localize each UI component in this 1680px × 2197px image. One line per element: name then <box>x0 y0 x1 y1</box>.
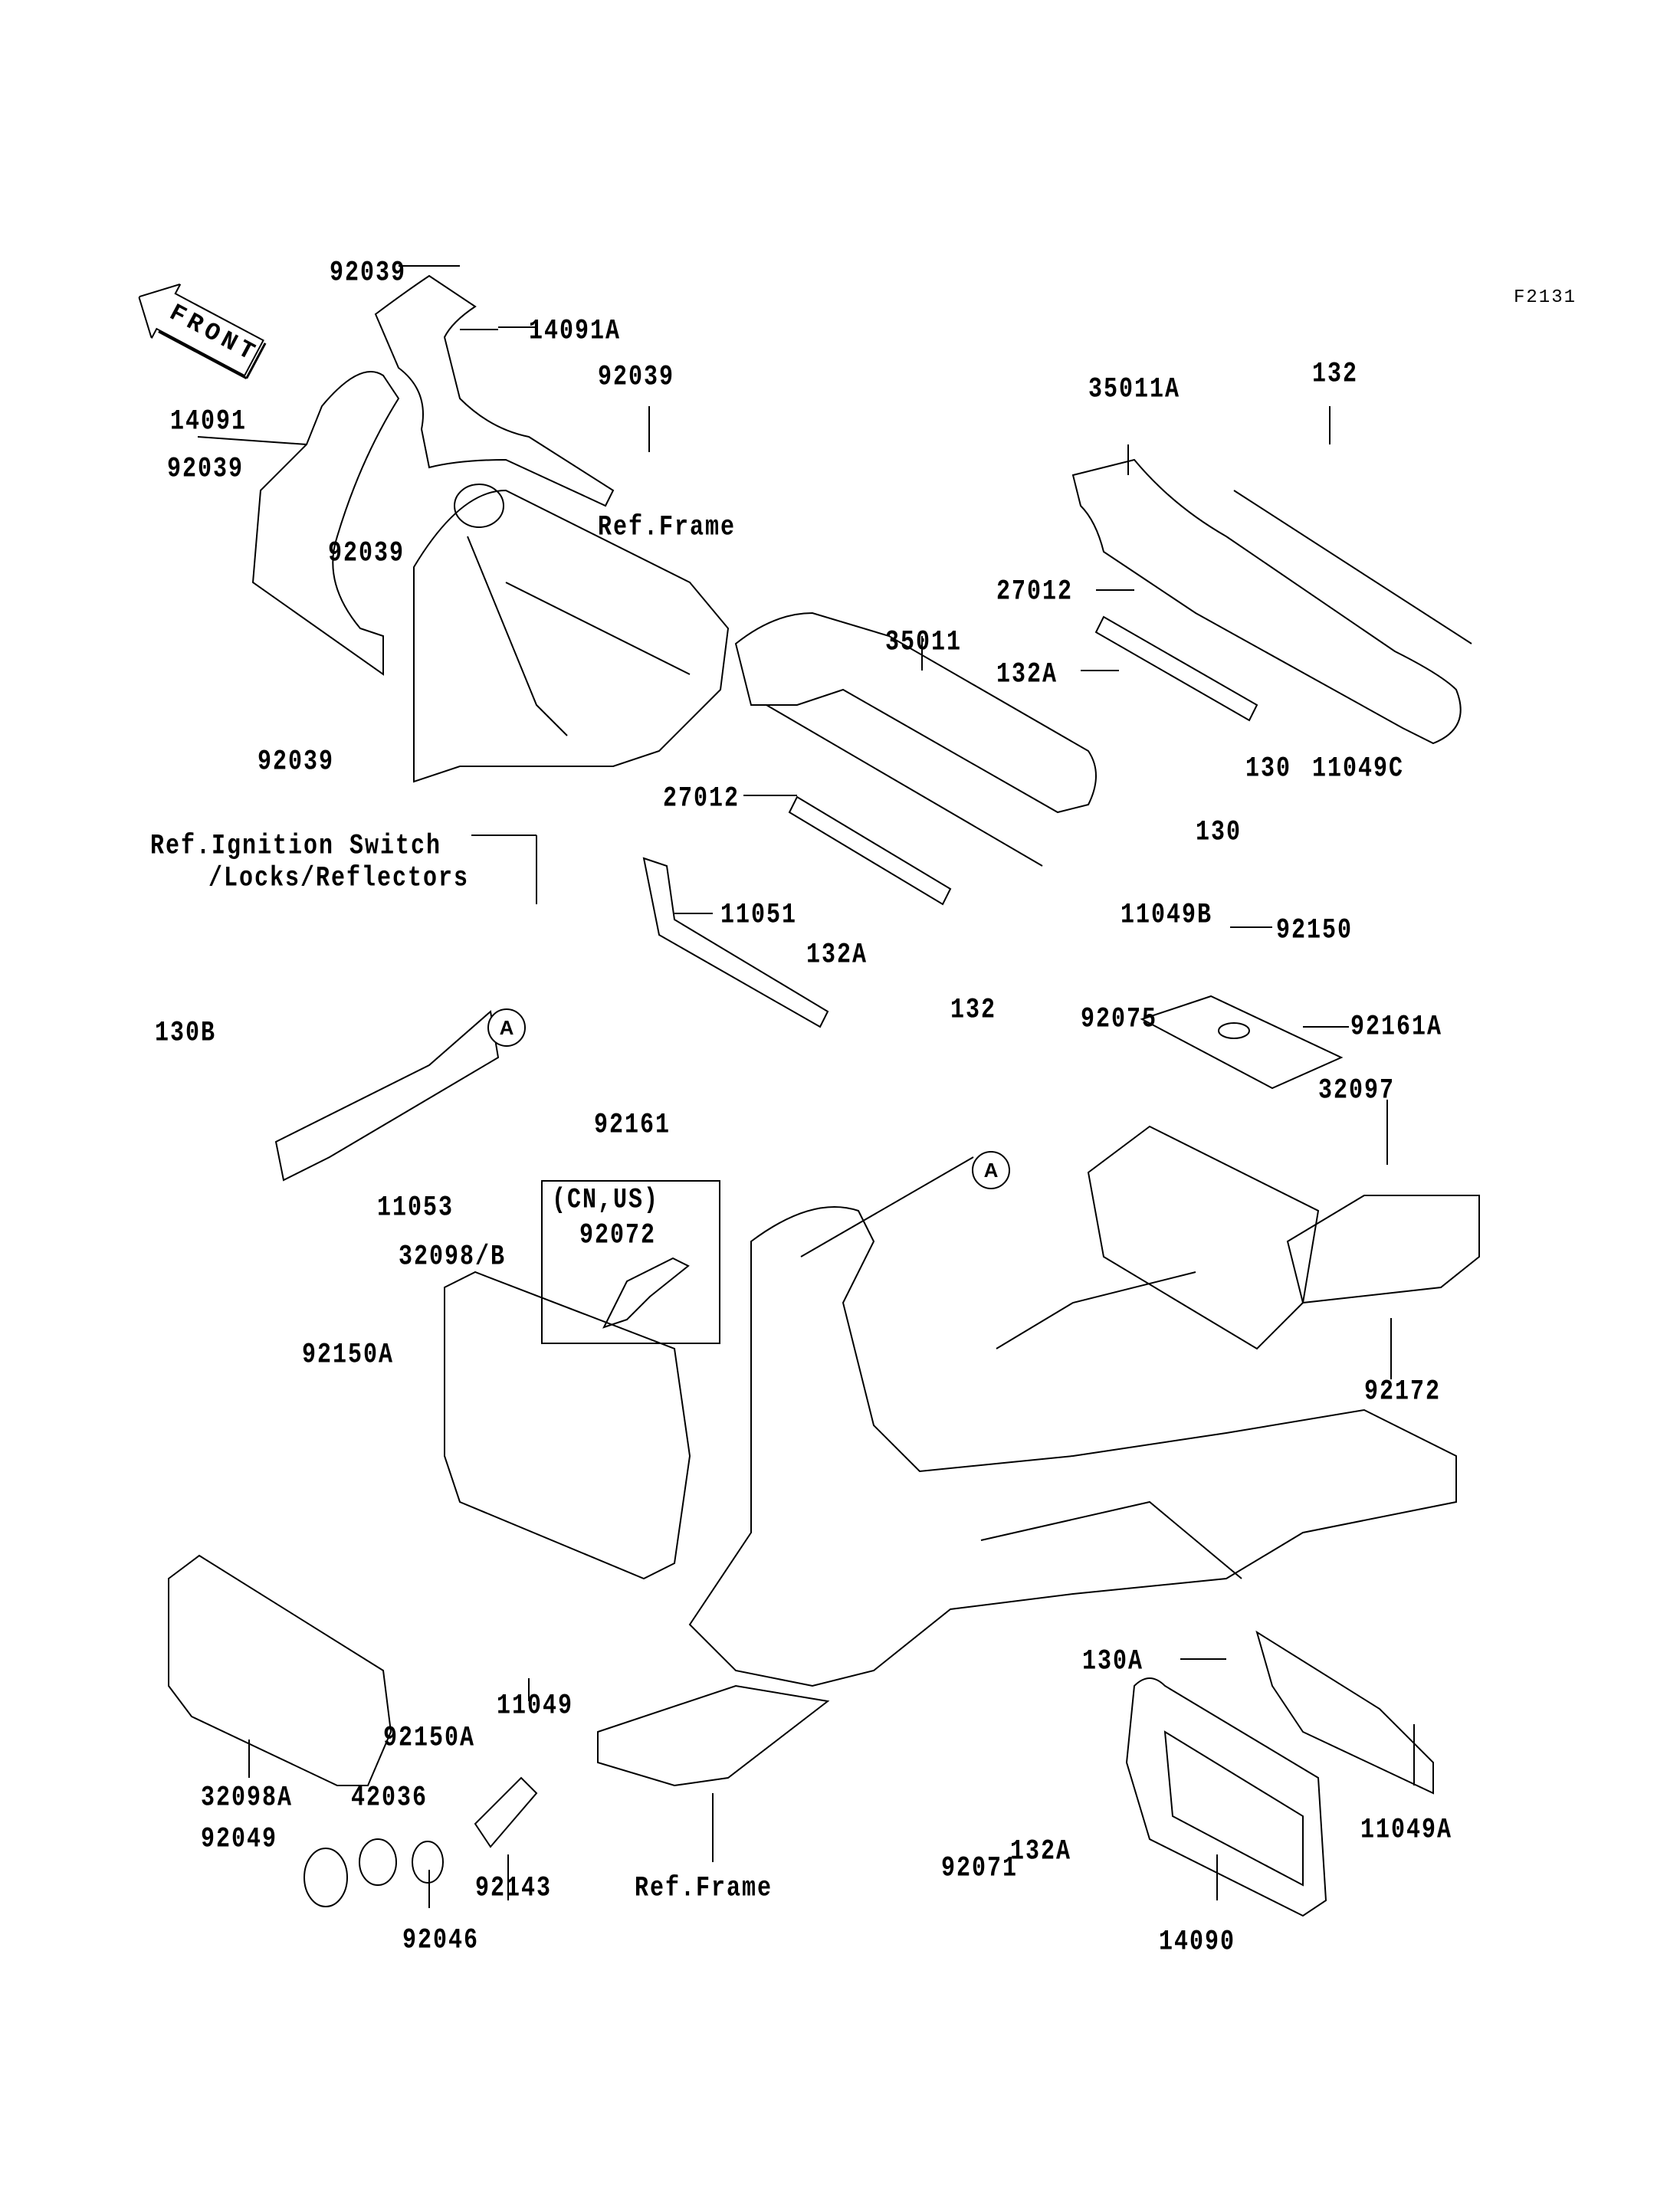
part-label-92046[interactable]: 92046 <box>402 1924 480 1957</box>
part-label-32098B[interactable]: 32098/B <box>399 1241 507 1274</box>
bar-11053-shape <box>274 1010 500 1182</box>
part-label-14091[interactable]: 14091 <box>170 405 248 438</box>
frame-main-shape <box>688 1206 1457 1687</box>
figure-id: F2131 <box>1514 287 1577 308</box>
part-label-32098A[interactable]: 32098A <box>201 1782 294 1815</box>
part-label-92161[interactable]: 92161 <box>594 1109 671 1142</box>
part-label-32097[interactable]: 32097 <box>1318 1074 1396 1107</box>
part-label-92150A[interactable]: 92150A <box>383 1722 476 1755</box>
part-label-42036[interactable]: 42036 <box>351 1782 428 1815</box>
part-label-92039[interactable]: 92039 <box>598 361 675 394</box>
part-label-11051[interactable]: 11051 <box>720 899 798 932</box>
part-label-92049[interactable]: 92049 <box>201 1823 278 1856</box>
part-label-132A[interactable]: 132A <box>1010 1835 1072 1868</box>
ref-ignition-switch-label[interactable]: Ref.Ignition Switch <box>150 830 442 863</box>
plate-14090-shape <box>1125 1630 1434 1917</box>
front-direction-marker: FRONT <box>124 270 274 389</box>
swingarm-shape <box>597 1684 830 1787</box>
part-label-92039[interactable]: 92039 <box>167 453 244 486</box>
leader-lines <box>248 265 1415 1908</box>
battery-case-shapes <box>1087 995 1480 1350</box>
chain-cover-shapes <box>734 458 1472 867</box>
ref-frame-label[interactable]: Ref.Frame <box>598 511 737 544</box>
part-label-35011[interactable]: 35011 <box>885 626 963 659</box>
part-label-11049C[interactable]: 11049C <box>1312 753 1405 785</box>
bracket-27012-shapes <box>788 615 1258 906</box>
part-label-92039[interactable]: 92039 <box>328 537 405 570</box>
part-label-27012[interactable]: 27012 <box>663 782 740 815</box>
front-arrow-icon <box>137 283 267 380</box>
part-label-92071[interactable]: 92071 <box>941 1852 1019 1885</box>
part-label-11049B[interactable]: 11049B <box>1121 899 1213 932</box>
regional-variant-box: (CN,US) 92072 <box>541 1180 720 1344</box>
callout-a-marker[interactable]: A <box>487 1008 526 1047</box>
part-label-35011A[interactable]: 35011A <box>1088 373 1181 406</box>
ref-locks-reflectors-label[interactable]: /Locks/Reflectors <box>208 862 470 895</box>
part-label-92150[interactable]: 92150 <box>1276 914 1354 947</box>
sleeves-shapes <box>304 1776 538 1907</box>
part-label-92039[interactable]: 92039 <box>258 746 335 779</box>
part-label-92161A[interactable]: 92161A <box>1350 1011 1443 1044</box>
part-label-132[interactable]: 132 <box>950 994 997 1027</box>
part-label-11049A[interactable]: 11049A <box>1360 1814 1453 1847</box>
part-label-14090[interactable]: 14090 <box>1159 1926 1236 1959</box>
part-label-92143[interactable]: 92143 <box>475 1872 553 1905</box>
part-label-130[interactable]: 130 <box>1245 753 1292 785</box>
part-label-11053[interactable]: 11053 <box>377 1192 454 1225</box>
part-label-11049[interactable]: 11049 <box>497 1690 574 1723</box>
part-label-130B[interactable]: 130B <box>155 1017 217 1050</box>
frame-top-shape <box>413 484 730 783</box>
part-label-130A[interactable]: 130A <box>1082 1645 1144 1678</box>
bracket-11051-shape <box>642 857 829 1028</box>
part-label-27012[interactable]: 27012 <box>996 575 1074 608</box>
callout-a-marker[interactable]: A <box>972 1151 1010 1189</box>
part-label-132A[interactable]: 132A <box>996 658 1058 691</box>
part-label-92072[interactable]: 92072 <box>579 1219 657 1252</box>
part-label-92172[interactable]: 92172 <box>1364 1376 1442 1408</box>
part-label-92075[interactable]: 92075 <box>1081 1003 1158 1036</box>
part-92072-shape <box>602 1257 690 1329</box>
part-label-132[interactable]: 132 <box>1312 358 1359 391</box>
part-label-92150A[interactable]: 92150A <box>302 1339 395 1372</box>
part-label-92039[interactable]: 92039 <box>330 257 407 290</box>
cover-32098A-shape <box>168 1554 392 1786</box>
part-label-132A[interactable]: 132A <box>806 939 868 972</box>
part-label-130[interactable]: 130 <box>1196 816 1242 849</box>
shroud-14091-shape <box>197 274 615 676</box>
region-label: (CN,US) <box>552 1184 660 1217</box>
part-label-14091A[interactable]: 14091A <box>529 315 622 348</box>
ref-frame-label[interactable]: Ref.Frame <box>635 1872 773 1905</box>
